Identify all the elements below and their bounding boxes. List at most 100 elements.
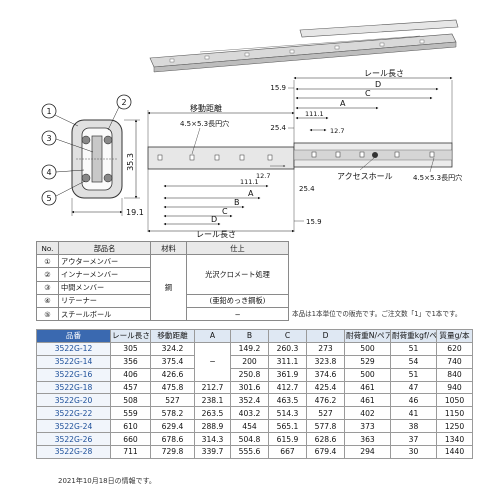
svg-text:19.1: 19.1 [126,208,144,217]
part-no: ① [36,254,59,269]
spec-cell: 565.1 [268,419,307,434]
model-number: 3522G-14 [36,354,111,369]
spec-cell: 628.6 [306,432,345,447]
spec-cell: 273 [306,341,345,356]
spec-header-col: B [230,329,269,343]
dim-height: 35.3 [124,119,140,199]
spec-cell: 678.6 [150,432,195,447]
part-no: ④ [36,293,59,308]
model-number: 3522G-24 [36,419,111,434]
spec-cell: 1150 [436,406,473,421]
spec-cell: 555.6 [230,445,269,459]
model-number: 3522G-28 [36,445,111,459]
spec-cell: 508 [110,393,151,408]
table-row: ⑤ スチールボール − [36,306,289,322]
info-date: 2021年10月18日の情報です。 [58,477,156,485]
part-no: ⑤ [36,306,59,322]
part-no: ③ [36,280,59,295]
spec-cell: 54 [390,354,437,369]
spec-cell: 339.7 [194,445,231,459]
spec-cell: 41 [390,406,437,421]
spec-cell: 1250 [436,419,473,434]
spec-cell: 475.8 [150,380,195,395]
spec-cell: 667 [268,445,307,459]
spec-cell: 363 [344,432,391,447]
parts-header-finish: 仕上 [186,240,289,256]
spec-cell: 426.6 [150,367,195,382]
dims-travel: 移動距離 4.5×5.3長円穴 [147,103,295,155]
callout-5: 5 [41,180,86,206]
spec-cell: 461 [344,393,391,408]
parts-table: No. 部品名 材料 仕上 ① アウターメンバー 鋼 光沢クロメート処理 ② イ… [36,240,289,322]
part-name: リテーナー [58,293,151,308]
svg-text:レール長さ: レール長さ [364,69,404,78]
spec-cell: 403.2 [230,406,269,421]
svg-text:A: A [340,99,346,108]
spec-cell: 46 [390,393,437,408]
part-no: ② [36,267,59,282]
spec-cell: 149.2 [230,341,269,356]
spec-cell: 529 [344,354,391,369]
svg-text:25.4: 25.4 [299,185,315,193]
model-number: 3522G-18 [36,380,111,395]
side-view-rail [147,142,453,170]
dims-bottom: 12.7 111.1 A B C D レール長さ 25.4 15.9 アクセスホ… [147,157,462,238]
spec-cell: 615.9 [268,432,307,447]
spec-cell: 263.5 [194,406,231,421]
perspective-view [149,19,459,73]
spec-cell: 711 [110,445,151,459]
table-row: ③ 中間メンバー [36,280,289,295]
spec-cell: 305 [110,341,151,356]
part-material: 鋼 [150,254,187,322]
spec-cell: 324.2 [150,341,195,356]
parts-header-name: 部品名 [58,240,151,256]
spec-cell: 463.5 [268,393,307,408]
spec-cell: 1050 [436,393,473,408]
spec-cell: 314.3 [194,432,231,447]
svg-text:15.9: 15.9 [306,218,322,226]
svg-text:5: 5 [46,194,51,203]
spec-cell-dash: − [194,341,231,382]
part-name: インナーメンバー [58,267,151,282]
spec-cell: 527 [306,406,345,421]
parts-header-row: No. 部品名 材料 仕上 [36,240,289,256]
spec-cell: 578.2 [150,406,195,421]
part-name: 中間メンバー [58,280,151,295]
part-finish: − [186,306,289,322]
dims-top: レール長さ D C A 111.1 12.7 15.9 25.4 [270,69,453,143]
svg-text:3: 3 [46,134,51,143]
svg-text:4.5×5.3長円穴: 4.5×5.3長円穴 [180,119,229,128]
spec-cell: 250.8 [230,367,269,382]
spec-cell: 940 [436,380,473,395]
parts-header-no: No. [36,240,59,256]
spec-cell: 620 [436,341,473,356]
callout-2: 2 [107,94,132,131]
spec-cell: 361.9 [268,367,307,382]
svg-text:A: A [248,189,254,198]
spec-cell: 47 [390,380,437,395]
spec-cell: 406 [110,367,151,382]
svg-text:4.5×5.3長円穴: 4.5×5.3長円穴 [413,173,462,182]
spec-header-col: レール長さ [110,329,151,343]
spec-cell: 51 [390,367,437,382]
svg-text:アクセスホール: アクセスホール [337,172,393,181]
spec-cell: 402 [344,406,391,421]
spec-cell: 500 [344,367,391,382]
part-finish: (亜鉛めっき鋼板) [186,293,289,308]
svg-text:111.1: 111.1 [305,110,324,118]
spec-cell: 457 [110,380,151,395]
callout-4: 4 [41,164,85,180]
spec-cell: 1440 [436,445,473,459]
spec-header-model: 品番 [36,329,111,343]
svg-text:12.7: 12.7 [330,127,344,135]
spec-cell: 577.8 [306,419,345,434]
part-finish: 光沢クロメート処理 [186,254,289,295]
spec-cell: 514.3 [268,406,307,421]
spec-cell: 212.7 [194,380,231,395]
